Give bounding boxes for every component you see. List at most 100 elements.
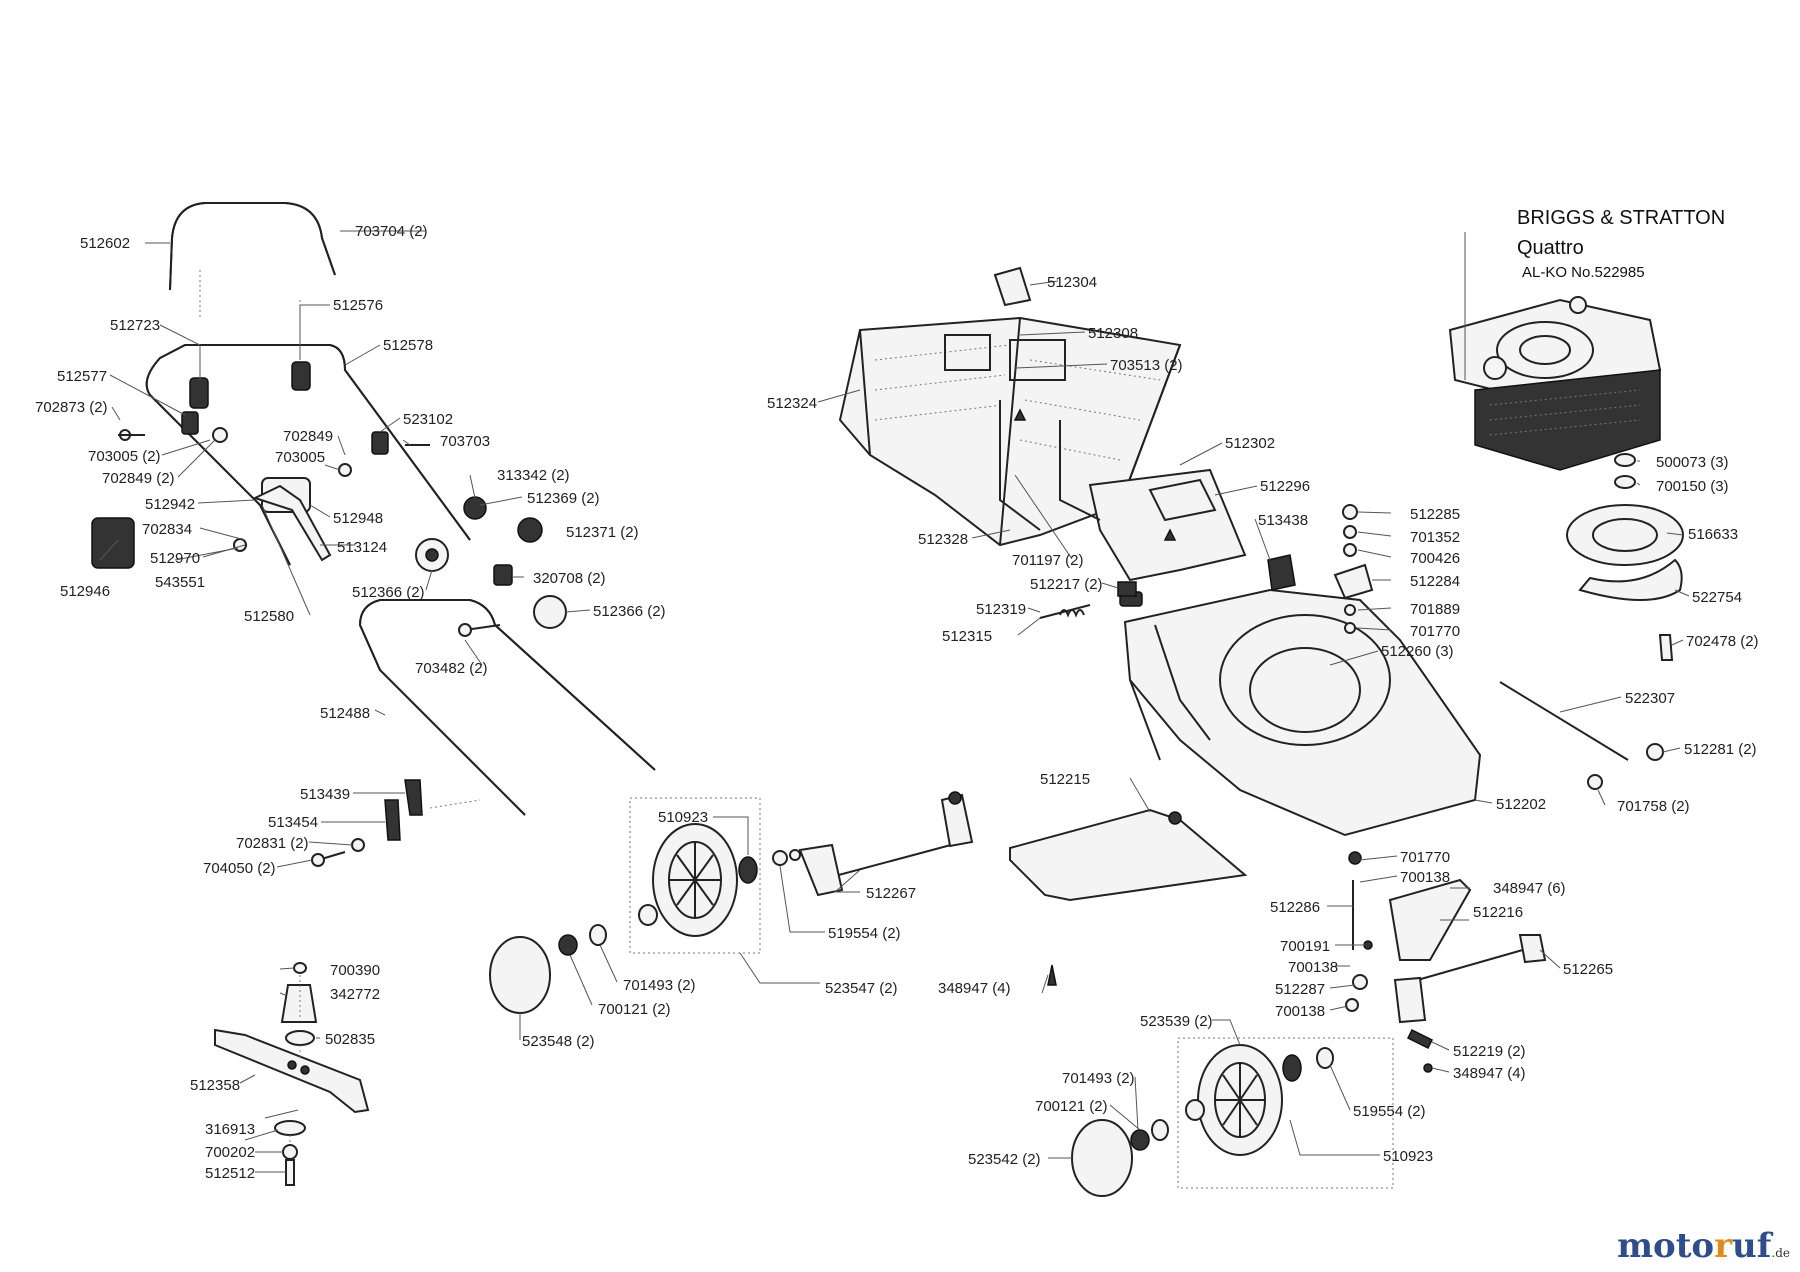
part-label: 512970 bbox=[150, 550, 200, 567]
motoruf-logo: motoruf.de bbox=[1617, 1226, 1790, 1266]
part-label: 702478 (2) bbox=[1686, 633, 1759, 650]
part-label: 512267 bbox=[866, 885, 916, 902]
engine-alko-number: AL-KO No.522985 bbox=[1522, 264, 1645, 281]
part-label: 512302 bbox=[1225, 435, 1275, 452]
part-label: 700426 bbox=[1410, 550, 1460, 567]
part-label: 512287 bbox=[1275, 981, 1325, 998]
axle-512267 bbox=[819, 841, 963, 881]
part-label: 701493 (2) bbox=[1062, 1070, 1135, 1087]
part-label: 701889 bbox=[1410, 601, 1460, 618]
part-label: 512315 bbox=[942, 628, 992, 645]
part-label: 320708 (2) bbox=[533, 570, 606, 587]
part-label: 703704 (2) bbox=[355, 223, 428, 240]
part-label: 512219 (2) bbox=[1453, 1043, 1526, 1060]
part-label: 703482 (2) bbox=[415, 660, 488, 677]
wheel-assembly-523539 bbox=[1071, 1037, 1394, 1197]
part-label: 512358 bbox=[190, 1077, 240, 1094]
part-label: 512304 bbox=[1047, 274, 1097, 291]
part-labels: 512602 703704 (2) 512576 512723 512578 5… bbox=[35, 223, 1759, 1182]
part-label: 512215 bbox=[1040, 771, 1090, 788]
blade-512358 bbox=[214, 1028, 370, 1114]
logo-part2: r bbox=[1714, 1226, 1733, 1266]
part-label: 513439 bbox=[300, 786, 350, 803]
part-label: 512488 bbox=[320, 705, 370, 722]
part-label: 704050 (2) bbox=[203, 860, 276, 877]
plate-516633 bbox=[1566, 504, 1684, 566]
part-label: 701770 bbox=[1410, 623, 1460, 640]
part-label: 512577 bbox=[57, 368, 107, 385]
deck-512202 bbox=[1039, 554, 1482, 837]
part-label: 516633 bbox=[1688, 526, 1738, 543]
adapter-342772 bbox=[280, 984, 318, 1023]
part-label: 512281 (2) bbox=[1684, 741, 1757, 758]
part-label: 523547 (2) bbox=[825, 980, 898, 997]
part-label: 348947 (6) bbox=[1493, 880, 1566, 897]
part-label: 700390 bbox=[330, 962, 380, 979]
handle-512304 bbox=[993, 266, 1032, 307]
spring-320708 bbox=[493, 564, 513, 586]
part-label: 703703 bbox=[440, 433, 490, 450]
part-label: 700150 (3) bbox=[1656, 478, 1729, 495]
part-label: 700121 (2) bbox=[1035, 1098, 1108, 1115]
logo-suffix: .de bbox=[1771, 1246, 1790, 1260]
part-label: 703005 bbox=[275, 449, 325, 466]
frame-512302 bbox=[1148, 478, 1217, 522]
part-label: 703513 (2) bbox=[1110, 357, 1183, 374]
part-label: 702834 bbox=[142, 521, 192, 538]
part-label: 512948 bbox=[333, 510, 383, 527]
logo-part1: moto bbox=[1617, 1226, 1715, 1266]
part-label: 510923 bbox=[1383, 1148, 1433, 1165]
part-label: 500073 (3) bbox=[1656, 454, 1729, 471]
part-label: 700138 bbox=[1400, 869, 1450, 886]
leader-lines bbox=[99, 230, 1690, 1173]
part-label: 512602 bbox=[80, 235, 130, 252]
part-label: 512328 bbox=[918, 531, 968, 548]
part-label: 510923 bbox=[658, 809, 708, 826]
part-label: 700138 bbox=[1288, 959, 1338, 976]
clamp-512723 bbox=[189, 377, 209, 409]
wheel-assembly-523547 bbox=[489, 791, 974, 1014]
part-label: 523102 bbox=[403, 411, 453, 428]
part-label: 512202 bbox=[1496, 796, 1546, 813]
guard-512216 bbox=[1388, 878, 1472, 961]
logo-part3: uf bbox=[1732, 1226, 1772, 1266]
upper-handle-512602 bbox=[169, 202, 336, 291]
part-label: 519554 (2) bbox=[1353, 1103, 1426, 1120]
part-label: 702831 (2) bbox=[236, 835, 309, 852]
damper-512217 bbox=[1117, 581, 1137, 597]
rope-guide-512366b bbox=[533, 595, 567, 629]
part-label: 703005 (2) bbox=[88, 448, 161, 465]
part-label: 512296 bbox=[1260, 478, 1310, 495]
part-label: 701493 (2) bbox=[623, 977, 696, 994]
axle-512265 bbox=[1399, 944, 1541, 986]
height-adjuster bbox=[1333, 504, 1664, 1073]
part-label: 701770 bbox=[1400, 849, 1450, 866]
part-label: 512265 bbox=[1563, 961, 1613, 978]
part-label: 700202 bbox=[205, 1144, 255, 1161]
grass-catcher-512324 bbox=[838, 266, 1247, 582]
lower-handle-512488 bbox=[358, 599, 656, 816]
part-label: 702873 (2) bbox=[35, 399, 108, 416]
part-label: 522754 bbox=[1692, 589, 1742, 606]
engine-522985 bbox=[1448, 232, 1684, 661]
part-label: 348947 (4) bbox=[1453, 1065, 1526, 1082]
part-label: 512366 (2) bbox=[352, 584, 425, 601]
part-label: 512319 bbox=[976, 601, 1026, 618]
knob-512370 bbox=[463, 496, 487, 520]
bolt-512512 bbox=[285, 1159, 295, 1186]
part-label: 512308 bbox=[1088, 325, 1138, 342]
part-label: 519554 (2) bbox=[828, 925, 901, 942]
knob-512371 bbox=[517, 517, 543, 543]
part-label: 700121 (2) bbox=[598, 1001, 671, 1018]
part-label: 512580 bbox=[244, 608, 294, 625]
part-label: 700138 bbox=[1275, 1003, 1325, 1020]
part-label: 512723 bbox=[110, 317, 160, 334]
clamp-512577 bbox=[181, 411, 199, 435]
bracket-513438 bbox=[1267, 554, 1296, 591]
clamp-523102 bbox=[371, 431, 389, 455]
part-label: 512942 bbox=[145, 496, 195, 513]
part-label: 513124 bbox=[337, 539, 387, 556]
part-label: 512578 bbox=[383, 337, 433, 354]
part-label: 512216 bbox=[1473, 904, 1523, 921]
